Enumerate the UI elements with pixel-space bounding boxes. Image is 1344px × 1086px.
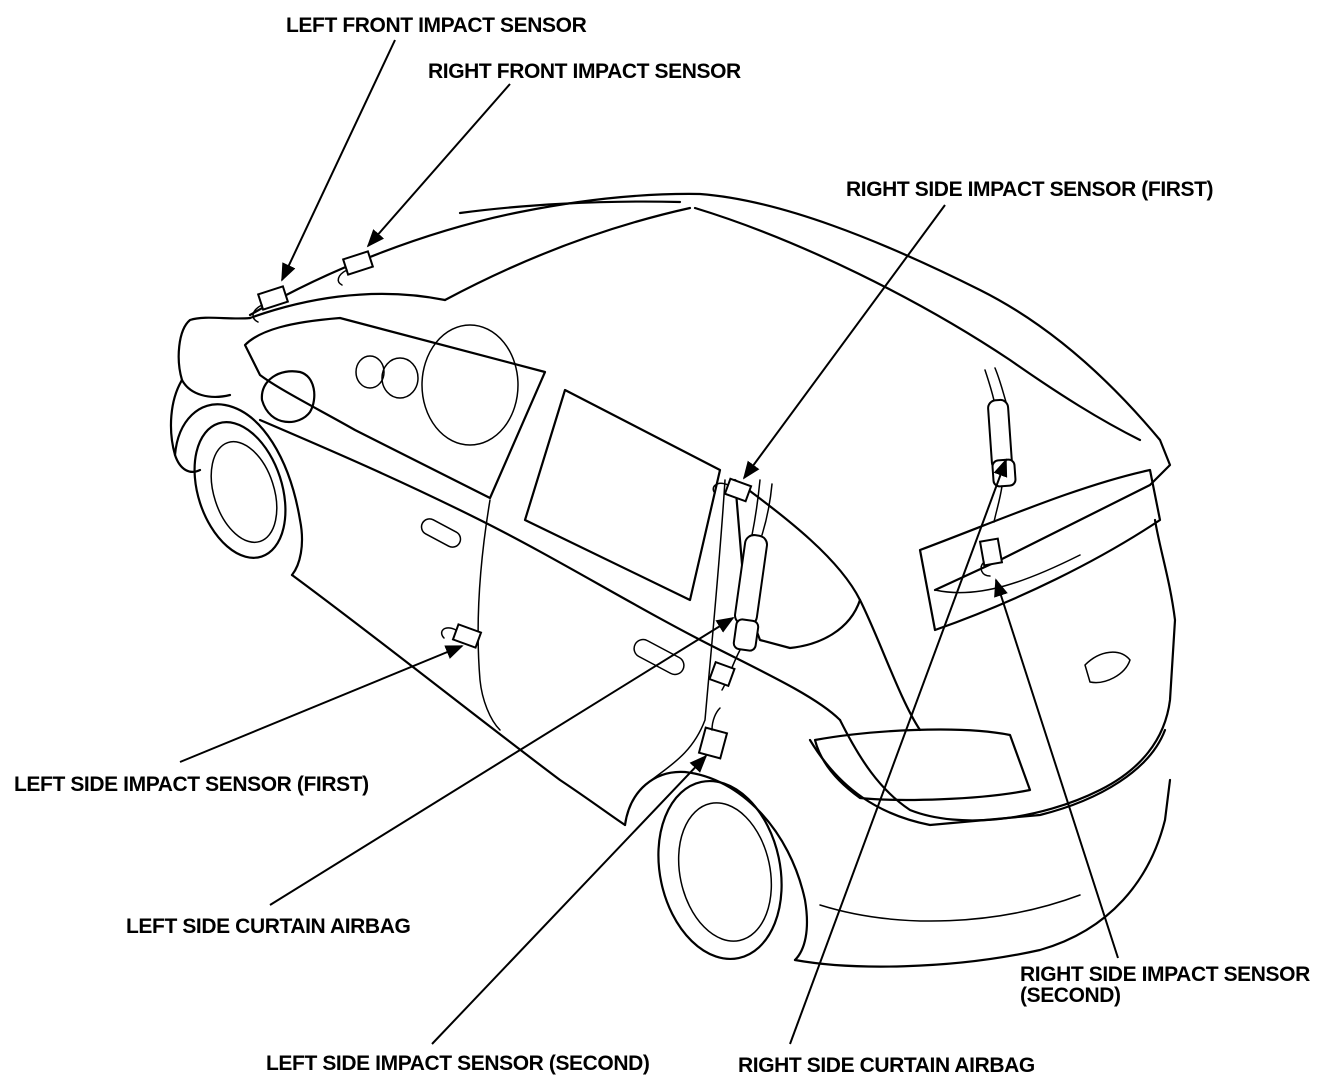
label-right-side-curtain-airbag: RIGHT SIDE CURTAIN AIRBAG bbox=[738, 1054, 1035, 1077]
label-left-side-impact-sensor-second: LEFT SIDE IMPACT SENSOR (SECOND) bbox=[266, 1052, 650, 1075]
front-side-window bbox=[243, 316, 547, 500]
leader-lines bbox=[179, 39, 1119, 1045]
label-right-side-impact-sensor-second-line2: (SECOND) bbox=[1020, 984, 1121, 1007]
right-side-impact-sensor-first-part bbox=[712, 477, 753, 503]
rear-side-window bbox=[523, 388, 722, 602]
front-wheel-arch bbox=[173, 403, 304, 577]
right-side-curtain-airbag-part bbox=[984, 367, 1017, 523]
right-front-impact-sensor-part bbox=[337, 250, 375, 286]
left-front-impact-sensor-part bbox=[252, 285, 290, 323]
left-side-curtain-airbag-part bbox=[708, 479, 773, 691]
roof-outline bbox=[248, 192, 1172, 592]
side-mirror bbox=[260, 370, 316, 424]
front-wheel bbox=[193, 421, 287, 559]
callout-labels: LEFT FRONT IMPACT SENSOR RIGHT FRONT IMP… bbox=[14, 14, 1310, 1077]
label-left-front-impact-sensor: LEFT FRONT IMPACT SENSOR bbox=[286, 14, 587, 37]
label-left-side-impact-sensor-first: LEFT SIDE IMPACT SENSOR (FIRST) bbox=[14, 773, 369, 796]
label-right-front-impact-sensor: RIGHT FRONT IMPACT SENSOR bbox=[428, 60, 741, 83]
label-left-side-curtain-airbag: LEFT SIDE CURTAIN AIRBAG bbox=[126, 915, 410, 938]
right-side-impact-sensor-second-part bbox=[978, 537, 1004, 577]
rear-wheel bbox=[657, 779, 783, 961]
rear-window bbox=[918, 468, 1162, 632]
vehicle-illustration bbox=[169, 192, 1177, 968]
hood-outline bbox=[177, 316, 252, 398]
left-side-impact-sensor-second-part bbox=[697, 707, 729, 760]
rear-body bbox=[838, 518, 1177, 822]
rear-bumper bbox=[793, 778, 1172, 968]
label-right-side-impact-sensor-second-line1: RIGHT SIDE IMPACT SENSOR bbox=[1020, 963, 1310, 986]
left-side-impact-sensor-first-part bbox=[440, 623, 483, 649]
label-right-side-impact-sensor-first: RIGHT SIDE IMPACT SENSOR (FIRST) bbox=[846, 178, 1213, 201]
tail-light bbox=[813, 728, 1032, 802]
